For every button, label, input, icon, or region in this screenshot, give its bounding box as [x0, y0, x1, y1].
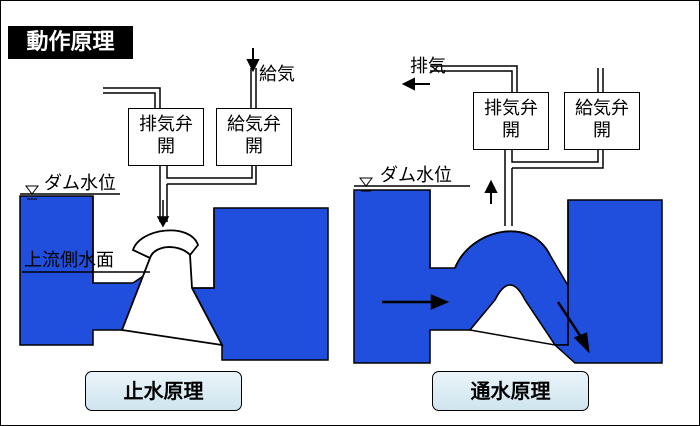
left-channel-wall-right	[192, 208, 215, 289]
right-caption: 通水原理	[432, 371, 589, 411]
left-supply-valve-name: 給気弁	[227, 114, 281, 135]
right-panel	[353, 65, 663, 364]
left-exhaust-valve-state: 開	[157, 136, 175, 157]
left-supply-pipe	[250, 68, 257, 108]
right-manifold-pipe	[504, 150, 604, 226]
left-supply-valve-state: 開	[245, 136, 263, 157]
supply-label: 給気	[259, 64, 295, 85]
right-downstream-water	[553, 199, 663, 364]
right-exhaust-pipe	[430, 65, 518, 92]
supply-arrow-icon	[246, 48, 260, 73]
right-exhaust-valve: 排気弁 開	[473, 92, 549, 150]
right-dam-level-label: ダム水位	[380, 165, 452, 186]
exhaust-arrow-icon	[401, 77, 430, 91]
right-supply-valve-name: 給気弁	[575, 98, 629, 119]
left-exhaust-pipe	[103, 87, 161, 108]
left-manifold-pipe	[159, 166, 257, 222]
left-supply-valve: 給気弁 開	[216, 108, 292, 166]
left-exhaust-valve: 排気弁 開	[128, 108, 204, 166]
exhaust-label: 排気	[410, 56, 446, 77]
right-water-level-marker	[359, 177, 373, 187]
flow-in-arrow	[382, 294, 450, 310]
left-caption: 止水原理	[85, 371, 242, 411]
left-air-down-arrow	[156, 200, 170, 228]
right-weir-body	[468, 284, 557, 347]
right-supply-valve-state: 開	[593, 120, 611, 141]
right-air-up-arrow	[484, 179, 498, 204]
upstream-surface-label: 上流側水面	[24, 250, 114, 271]
right-deflated-dome	[454, 230, 551, 269]
left-exhaust-valve-name: 排気弁	[139, 114, 193, 135]
right-upstream-water	[353, 189, 602, 364]
left-water-level-marker	[25, 185, 39, 195]
right-exhaust-valve-name: 排気弁	[484, 98, 538, 119]
page-title: 動作原理	[8, 26, 133, 59]
right-supply-pipe	[597, 68, 604, 92]
left-dam-level-label: ダム水位	[44, 173, 116, 194]
flow-out-arrow	[556, 301, 590, 354]
right-exhaust-valve-state: 開	[502, 120, 520, 141]
left-panel	[19, 48, 329, 361]
right-supply-valve: 給気弁 開	[564, 92, 640, 150]
